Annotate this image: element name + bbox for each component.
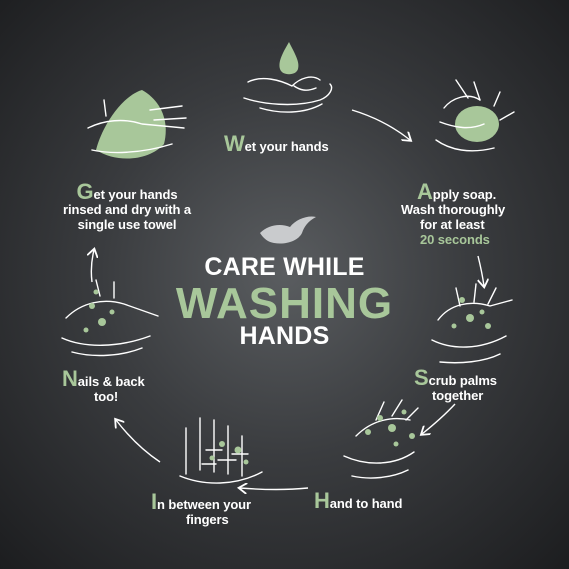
wet-hands-illustration — [243, 42, 333, 113]
step-text-line-3: for at least — [420, 217, 485, 232]
step-rinse-dry: Get your hands rinsed and dry with a sin… — [52, 179, 202, 233]
step-text-line-2: rinsed and dry with a — [63, 202, 191, 217]
step-initial: S — [414, 365, 429, 390]
step-initial: G — [76, 179, 94, 204]
step-text: and to hand — [329, 496, 403, 511]
step-text-line-1: pply soap. — [432, 187, 497, 202]
nails-back-illustration — [61, 279, 159, 357]
step-highlight: 20 seconds — [420, 232, 490, 247]
step-initial: N — [62, 366, 78, 391]
step-text-line-2: together — [432, 388, 484, 403]
step-text-line-1: crub palms — [428, 373, 497, 388]
step-text-line-2: fingers — [186, 512, 229, 527]
arrow-inbetween-to-nails — [116, 420, 161, 463]
scrub-palms-illustration — [431, 283, 513, 364]
step-hand-to-hand: Hand to hand — [314, 488, 403, 513]
step-text-line-1: et your hands — [93, 187, 178, 202]
title-line-1: CARE WHILE — [204, 253, 365, 281]
step-initial: W — [224, 131, 245, 156]
step-initial: H — [314, 488, 330, 513]
step-text-line-2: Wash thoroughly — [401, 202, 506, 217]
step-text-line-1: ails & back — [77, 374, 145, 389]
towel-dry-illustration — [87, 90, 187, 159]
step-text: et your hands — [244, 139, 329, 154]
dove-icon — [260, 216, 316, 244]
step-nails-back: Nails & back too! — [62, 366, 145, 405]
step-in-between-fingers: In between your fingers — [151, 489, 251, 528]
arrow-nails-to-get — [91, 250, 94, 283]
title-line-3: HANDS — [239, 322, 330, 350]
step-apply-soap: Apply soap. Wash thoroughly for at least… — [401, 179, 505, 248]
step-initial: I — [151, 489, 158, 514]
step-scrub-palms: Scrub palms together — [414, 365, 497, 404]
apply-soap-illustration — [435, 79, 515, 152]
arrow-handtohand-to-inbetween — [240, 488, 309, 490]
arrow-wet-to-apply — [351, 109, 410, 140]
in-between-fingers-illustration — [179, 417, 263, 484]
step-initial: A — [417, 179, 433, 204]
step-wet-hands: Wet your hands — [224, 131, 329, 156]
step-text-line-3: single use towel — [77, 217, 177, 232]
title-line-2: WASHING — [175, 279, 394, 328]
arrow-scrub-to-handtohand — [422, 403, 456, 434]
step-text-line-1: n between your — [157, 497, 251, 512]
step-text-line-2: too! — [94, 389, 119, 404]
hand-to-hand-illustration — [343, 399, 419, 479]
arrow-apply-to-scrub — [477, 255, 484, 286]
